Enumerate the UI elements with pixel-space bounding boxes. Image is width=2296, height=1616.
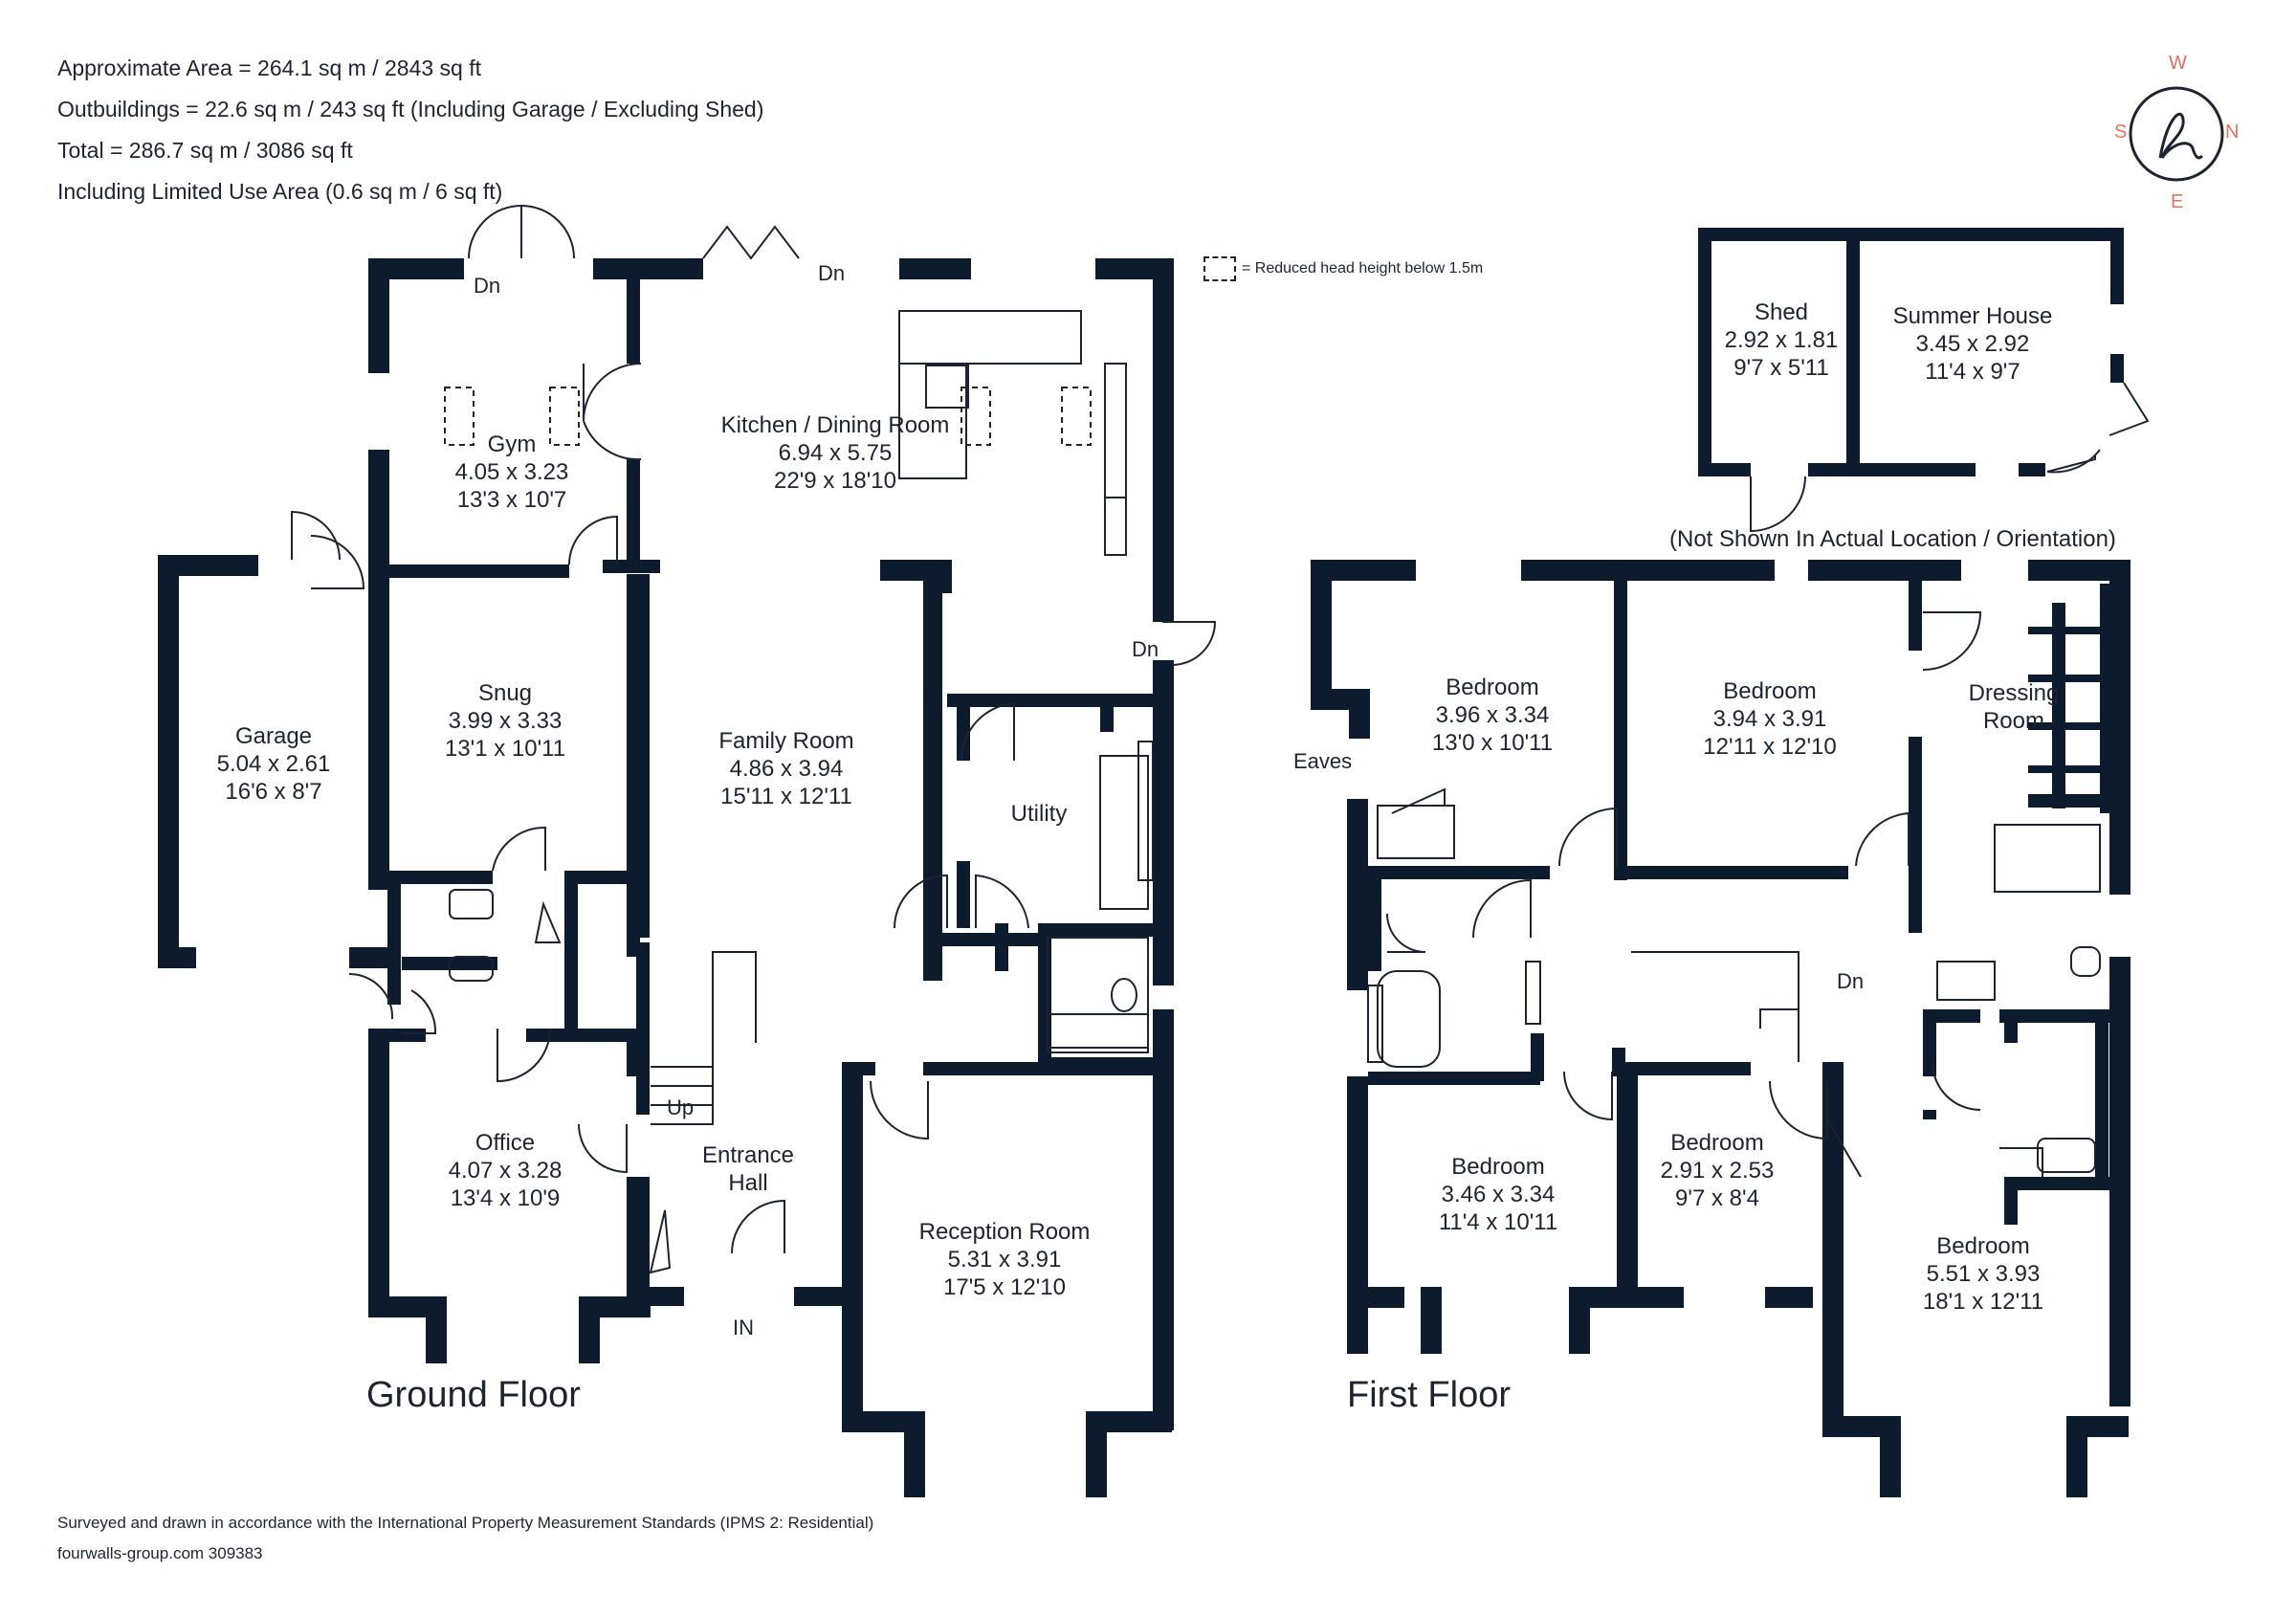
reference-text: fourwalls-group.com 309383 xyxy=(57,1544,263,1562)
compass-ring-icon xyxy=(2129,86,2224,182)
label-dn-kitchen: Dn xyxy=(818,261,846,285)
label-up-stairs: Up xyxy=(667,1096,695,1119)
first-floor-fixtures xyxy=(1367,611,2101,1178)
outbuilding-walls xyxy=(1698,228,2124,476)
label-in-entrance: IN xyxy=(733,1316,754,1339)
ground-floor-walls xyxy=(158,258,1174,1497)
ground-floor-fixtures xyxy=(291,204,1217,1274)
compass-south: S xyxy=(2114,122,2128,143)
outbuilding-fixtures xyxy=(1750,382,2150,533)
total-area-text: Total = 286.7 sq m / 3086 sq ft xyxy=(57,138,353,163)
dashed-box-icon xyxy=(1203,256,1236,281)
label-dn-side: Dn xyxy=(1132,637,1159,661)
label-eaves: Eaves xyxy=(1293,749,1353,773)
compass-east: E xyxy=(2171,191,2184,212)
label-dn-gym: Dn xyxy=(474,274,501,298)
label-dn-first: Dn xyxy=(1837,969,1865,993)
compass-west: W xyxy=(2169,53,2187,74)
ground-floor-title: Ground Floor xyxy=(366,1375,581,1415)
legend-text: = Reduced head height below 1.5m xyxy=(1242,260,1484,277)
approx-area-text: Approximate Area = 264.1 sq m / 2843 sq … xyxy=(57,55,482,80)
outbuildings-location-note: (Not Shown In Actual Location / Orientat… xyxy=(1669,526,2116,552)
room-utility: Utility xyxy=(1010,801,1068,827)
compass-north: N xyxy=(2225,122,2240,143)
ipms-statement: Surveyed and drawn in accordance with th… xyxy=(57,1514,874,1532)
first-floor-walls xyxy=(1311,560,2130,1497)
outbuildings-area-text: Outbuildings = 22.6 sq m / 243 sq ft (In… xyxy=(57,97,764,122)
reduced-head-height-legend: = Reduced head height below 1.5m xyxy=(1203,256,1483,281)
limited-use-area-text: Including Limited Use Area (0.6 sq m / 6… xyxy=(57,179,503,204)
first-floor-title: First Floor xyxy=(1347,1375,1511,1415)
compass-logo: W S N E xyxy=(2114,53,2239,215)
